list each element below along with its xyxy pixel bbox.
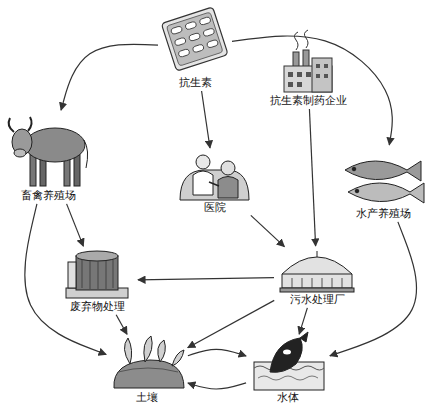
flow-arrow [299,308,307,334]
sewage-plant-icon [280,251,354,292]
node-label: 医院 [203,201,227,214]
flow-arrow [251,215,285,246]
flow-arrow [232,36,392,145]
flow-arrow [138,278,274,280]
fish-icon [345,161,424,203]
icon-node: 水体 [248,336,328,404]
hospital-icon [180,155,249,200]
pill-pack [161,7,228,71]
icon-node: 土壤 [108,336,186,404]
flow-arrow [67,204,84,246]
flow-arrow [188,383,246,389]
flow-arrow [188,349,246,356]
icon-node: 水产养殖场 [336,147,430,220]
icon-node: 抗生素制药企业 [262,48,354,107]
icon-node: 污水处理厂 [276,248,358,306]
node-label: 水体 [276,391,300,404]
node-label: 畜禽养殖场 [20,189,77,202]
cow-icon [9,117,88,186]
icon-node: 畜禽养殖场 [6,112,90,202]
node-label: 抗生素制药企业 [269,94,348,107]
flow-arrow [202,91,210,148]
tank-icon [66,251,128,298]
node-label: 水产养殖场 [355,207,412,220]
node-label: 废弃物处理 [69,300,126,313]
water-icon [254,332,324,390]
soil-icon [114,336,184,388]
flow-arrow [188,300,274,347]
icon-node: 废弃物处理 [58,248,136,313]
factory-icon [284,30,332,92]
icon-node: 抗生素 [160,4,230,89]
icon-node: 医院 [176,150,254,214]
flow-arrow [61,44,158,110]
flow-arrow [116,315,127,335]
flow-arrow [25,204,106,355]
flow-arrow [309,109,315,246]
node-label: 污水处理厂 [289,293,346,306]
node-label: 抗生素 [178,76,213,89]
flow-arrow [330,222,417,356]
node-label: 土壤 [135,391,159,404]
